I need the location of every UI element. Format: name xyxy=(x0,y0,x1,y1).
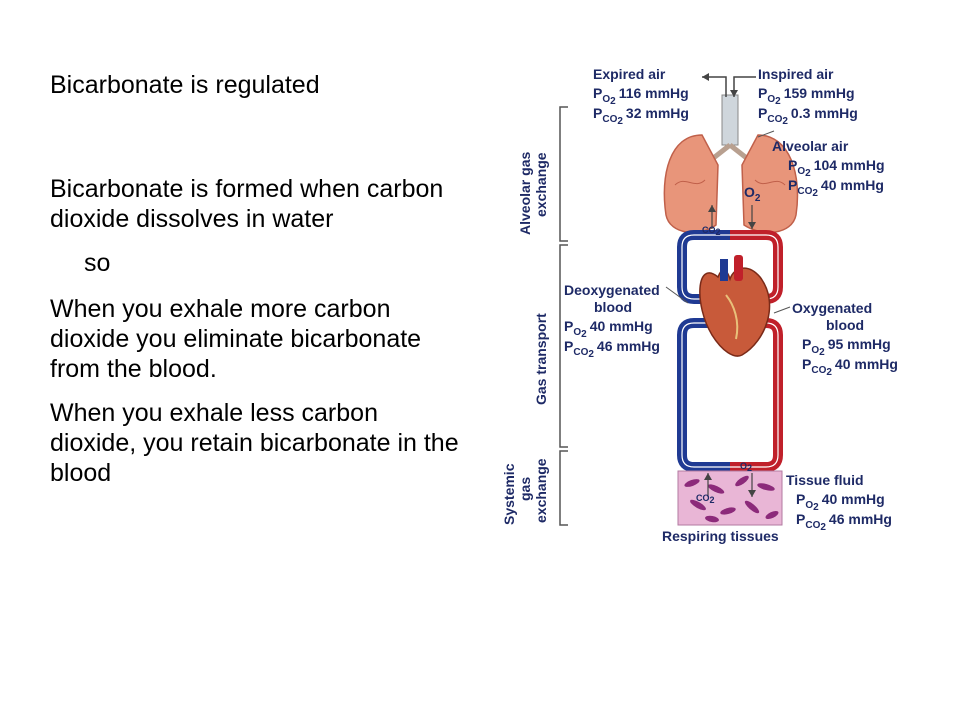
co2-label-lungs: CO2 xyxy=(702,225,721,237)
side-label-systemic-2: gas xyxy=(517,477,533,501)
svg-text:Expired air: Expired air xyxy=(593,66,666,82)
alveolar-air-label: Alveolar air PO2104 mmHg PCO240 mmHg xyxy=(772,138,885,199)
svg-text:Deoxygenated: Deoxygenated xyxy=(564,282,660,298)
side-label-alveolar-1: Alveolar gas xyxy=(517,152,533,235)
tissue-fluid-label: Tissue fluid PO240 mmHg PCO246 mmHg xyxy=(786,472,892,533)
svg-text:PCO246 mmHg: PCO246 mmHg xyxy=(564,338,660,360)
svg-text:blood: blood xyxy=(594,299,632,315)
text-line-5: When you exhale less carbon dioxide, you… xyxy=(50,399,459,487)
text-line-4: When you exhale more carbon dioxide you … xyxy=(50,295,422,383)
co2-label-tissue: CO2 xyxy=(696,493,715,505)
gas-exchange-diagram: Alveolar gas exchange Gas transport Syst… xyxy=(501,66,898,544)
svg-text:PCO240 mmHg: PCO240 mmHg xyxy=(802,356,898,378)
slide-text: Bicarbonate is regulated Bicarbonate is … xyxy=(50,70,470,488)
svg-text:PO2104 mmHg: PO2104 mmHg xyxy=(788,157,885,179)
o2-label-lungs: O2 xyxy=(744,184,761,204)
svg-text:PCO20.3 mmHg: PCO20.3 mmHg xyxy=(758,105,858,127)
respiring-tissues-label: Respiring tissues xyxy=(662,528,779,544)
heart-icon xyxy=(699,255,771,357)
side-label-transport: Gas transport xyxy=(533,313,549,405)
svg-text:Oxygenated: Oxygenated xyxy=(792,300,872,316)
svg-text:PCO246 mmHg: PCO246 mmHg xyxy=(796,511,892,533)
svg-text:PO2116 mmHg: PO2116 mmHg xyxy=(593,85,689,107)
svg-text:PCO240 mmHg: PCO240 mmHg xyxy=(788,177,884,199)
side-label-systemic-1: Systemic xyxy=(501,463,517,525)
expired-arrow xyxy=(702,76,727,97)
text-line-1: Bicarbonate is regulated xyxy=(50,71,320,99)
svg-text:Tissue fluid: Tissue fluid xyxy=(786,472,864,488)
side-brackets xyxy=(559,106,568,526)
text-line-3: so xyxy=(84,249,111,277)
svg-text:Inspired air: Inspired air xyxy=(758,66,834,82)
text-line-2: Bicarbonate is formed when carbon dioxid… xyxy=(50,175,444,233)
inspired-air-label: Inspired air PO2159 mmHg PCO20.3 mmHg xyxy=(758,66,858,127)
svg-text:PO240 mmHg: PO240 mmHg xyxy=(796,491,885,513)
deoxygenated-blood-label: Deoxygenated blood PO240 mmHg PCO246 mmH… xyxy=(564,282,660,360)
tissue-box xyxy=(677,470,783,526)
svg-text:PO2159 mmHg: PO2159 mmHg xyxy=(758,85,855,107)
expired-air-label: Expired air PO2116 mmHg PCO232 mmHg xyxy=(593,66,689,127)
o2-label-tissue: O2 xyxy=(740,461,752,473)
side-label-systemic-3: exchange xyxy=(533,458,549,523)
side-label-alveolar-2: exchange xyxy=(533,152,549,217)
inspired-arrow xyxy=(733,76,756,97)
svg-text:PO295 mmHg: PO295 mmHg xyxy=(802,336,891,358)
svg-text:PCO232 mmHg: PCO232 mmHg xyxy=(593,105,689,127)
svg-text:Alveolar air: Alveolar air xyxy=(772,138,849,154)
oxygenated-blood-label: Oxygenated blood PO295 mmHg PCO240 mmHg xyxy=(792,300,898,378)
svg-text:blood: blood xyxy=(826,317,864,333)
lungs xyxy=(663,94,799,234)
svg-text:PO240 mmHg: PO240 mmHg xyxy=(564,318,653,340)
